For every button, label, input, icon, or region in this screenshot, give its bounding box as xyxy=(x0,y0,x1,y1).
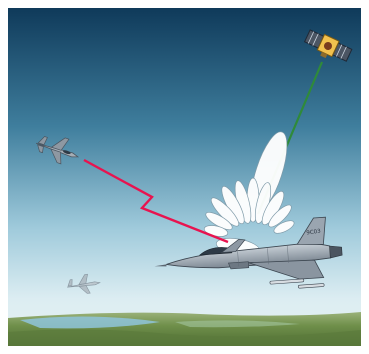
ground xyxy=(8,312,361,346)
sky xyxy=(8,8,361,346)
